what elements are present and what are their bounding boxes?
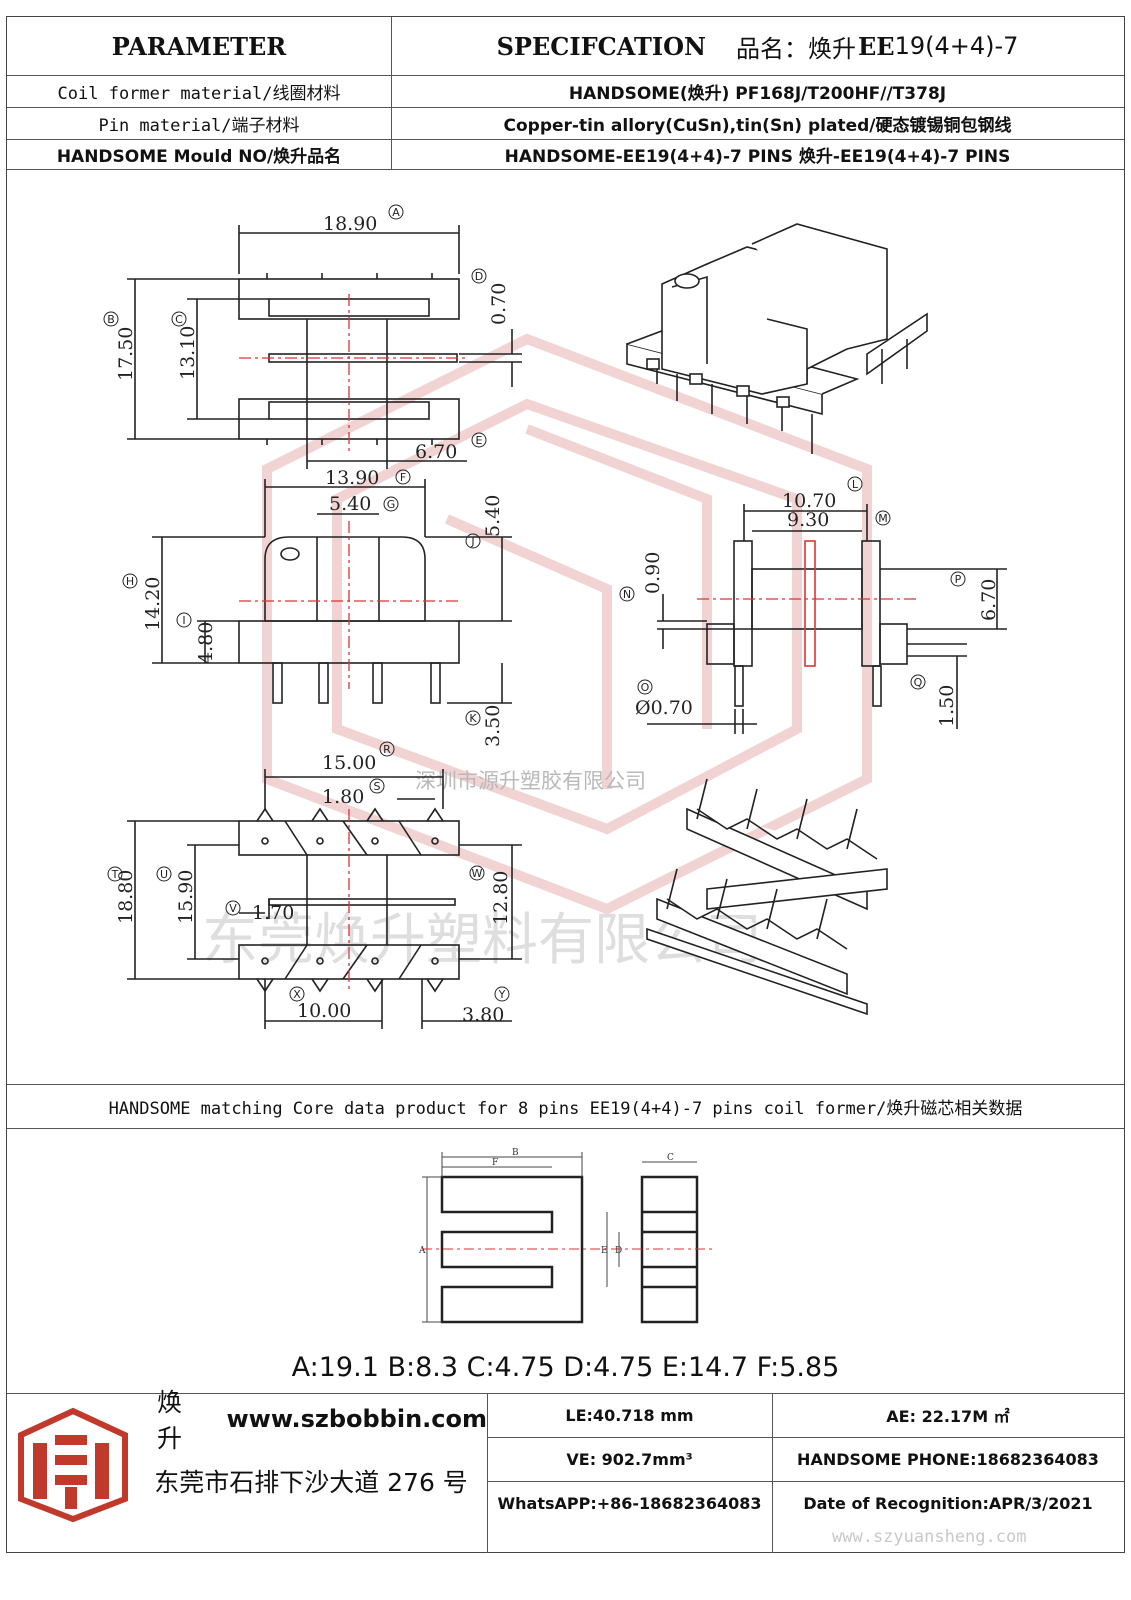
dim-x: 10.00 [297, 1000, 351, 1022]
dim-marker-m: M [878, 512, 888, 525]
dim-p: 6.70 [978, 579, 1000, 621]
le-value: LE:40.718 mm [565, 1405, 694, 1425]
parameter-header: PARAMETER [111, 31, 287, 61]
dim-t: 18.80 [115, 870, 137, 924]
core-letter-f: F [492, 1158, 498, 1168]
watermark-url: www.szyuansheng.com [832, 1527, 1027, 1547]
brand-line: 焕升 www.szbobbin.com [157, 1388, 487, 1453]
technical-drawing: 深圳市源升塑胶有限公司 东莞焕升塑料有限公司 [103, 204, 1007, 1029]
dim-marker-o: O [641, 681, 650, 694]
dim-o: Ø0.70 [635, 697, 693, 719]
dim-marker-f: F [400, 471, 406, 484]
dim-marker-i: I [182, 614, 185, 627]
specification-header: SPECIFCATION 品名：焕升 EE 19(4+4)-7 [391, 17, 1124, 75]
dim-marker-l: L [852, 478, 859, 491]
dimension-markers [103, 204, 966, 1002]
dim-marker-y: Y [498, 988, 506, 1001]
dim-m: 9.30 [787, 509, 829, 531]
dim-u: 15.90 [175, 870, 197, 924]
dim-n: 0.90 [642, 552, 664, 594]
core-letter-b: B [512, 1148, 519, 1158]
spec-sheet: PARAMETER SPECIFCATION 品名：焕升 EE 19(4+4)-… [6, 16, 1125, 1553]
watermark-logo [262, 333, 872, 915]
company-address: 东莞市石排下沙大道 276 号 [154, 1468, 468, 1497]
website-link[interactable]: www.szbobbin.com [226, 1405, 487, 1433]
whatsapp-value: WhatsAPP:+86-18682364083 [497, 1493, 762, 1513]
brand-name: 焕升 [157, 1388, 183, 1453]
dim-marker-r: R [383, 743, 391, 756]
specification-label: SPECIFCATION [496, 31, 706, 61]
dim-marker-e: E [476, 434, 483, 447]
dim-marker-t: T [111, 868, 119, 881]
side-view [647, 504, 1007, 734]
core-data-title: HANDSOME matching Core data product for … [108, 1098, 1023, 1119]
dim-k: 3.50 [482, 705, 504, 747]
dim-marker-q: Q [914, 676, 923, 689]
row-coil-label: Coil former material/线圈材料 [57, 83, 341, 104]
product-code-bold: EE [857, 31, 895, 61]
dim-f: 13.90 [325, 467, 379, 489]
core-letter-a: A [418, 1246, 426, 1256]
dim-j: 5.40 [482, 495, 504, 537]
dim-marker-j: J [470, 535, 474, 548]
dim-marker-a: A [392, 206, 400, 219]
core-values: A:19.1 B:8.3 C:4.75 D:4.75 E:14.7 F:5.85 [291, 1351, 840, 1383]
ve-value: VE: 902.7mm³ [566, 1449, 693, 1469]
dim-marker-n: N [623, 588, 631, 601]
dim-c: 13.10 [177, 326, 199, 380]
dim-v: 1.70 [252, 902, 294, 924]
row-coil-value: HANDSOME(焕升) PF168J/T200HF//T378J [568, 83, 947, 104]
dim-marker-k: K [469, 712, 477, 725]
row-pin-label: Pin material/端子材料 [98, 115, 300, 136]
dim-h: 14.20 [142, 577, 164, 631]
isometric-view-top [626, 223, 928, 454]
core-letter-e: E [601, 1246, 608, 1256]
dim-marker-s: S [374, 780, 381, 793]
company-logo [18, 1407, 128, 1523]
dim-r: 15.00 [322, 752, 376, 774]
dim-marker-x: X [293, 988, 301, 1001]
dim-marker-d: D [475, 270, 483, 283]
row-mould-value: HANDSOME-EE19(4+4)-7 PINS 焕升-EE19(4+4)-7… [504, 146, 1011, 167]
dim-marker-g: G [387, 498, 396, 511]
core-drawing: B F C A E D [418, 1148, 712, 1324]
dim-b: 17.50 [115, 327, 137, 381]
front-view [152, 479, 512, 704]
dim-e: 6.70 [415, 441, 457, 463]
dim-a: 18.90 [323, 213, 377, 235]
row-pin-value: Copper-tin allory(CuSn),tin(Sn) plated/硬… [503, 115, 1012, 136]
dim-marker-u: U [160, 868, 168, 881]
dim-w: 12.80 [490, 871, 512, 925]
dim-marker-c: C [175, 313, 183, 326]
watermark-small-text: 深圳市源升塑胶有限公司 [415, 769, 646, 793]
dim-d: 0.70 [488, 283, 510, 325]
dim-g: 5.40 [329, 493, 371, 515]
product-code-rest: 19(4+4)-7 [894, 32, 1019, 60]
date-value: Date of Recognition:APR/3/2021 [803, 1493, 1093, 1513]
dim-y: 3.80 [462, 1004, 504, 1026]
dim-s: 1.80 [322, 786, 364, 808]
phone-value: HANDSOME PHONE:18682364083 [797, 1449, 1099, 1469]
core-letter-c: C [667, 1153, 674, 1163]
dim-marker-w: W [472, 867, 483, 880]
core-letter-d: D [615, 1246, 622, 1256]
product-name-label: 品名：焕升 [735, 34, 856, 63]
dim-marker-b: B [107, 313, 115, 326]
dim-i: 4.80 [195, 622, 217, 664]
dim-l: 10.70 [782, 490, 836, 512]
dim-q: 1.50 [936, 685, 958, 727]
dim-marker-h: H [126, 575, 134, 588]
bottom-view [127, 769, 522, 1029]
dim-marker-v: V [229, 902, 237, 915]
row-mould-label: HANDSOME Mould NO/焕升品名 [56, 146, 342, 167]
ae-value: AE: 22.17M ㎡ [886, 1407, 1010, 1426]
isometric-view-bottom [646, 778, 888, 1016]
dim-marker-p: P [955, 573, 962, 586]
